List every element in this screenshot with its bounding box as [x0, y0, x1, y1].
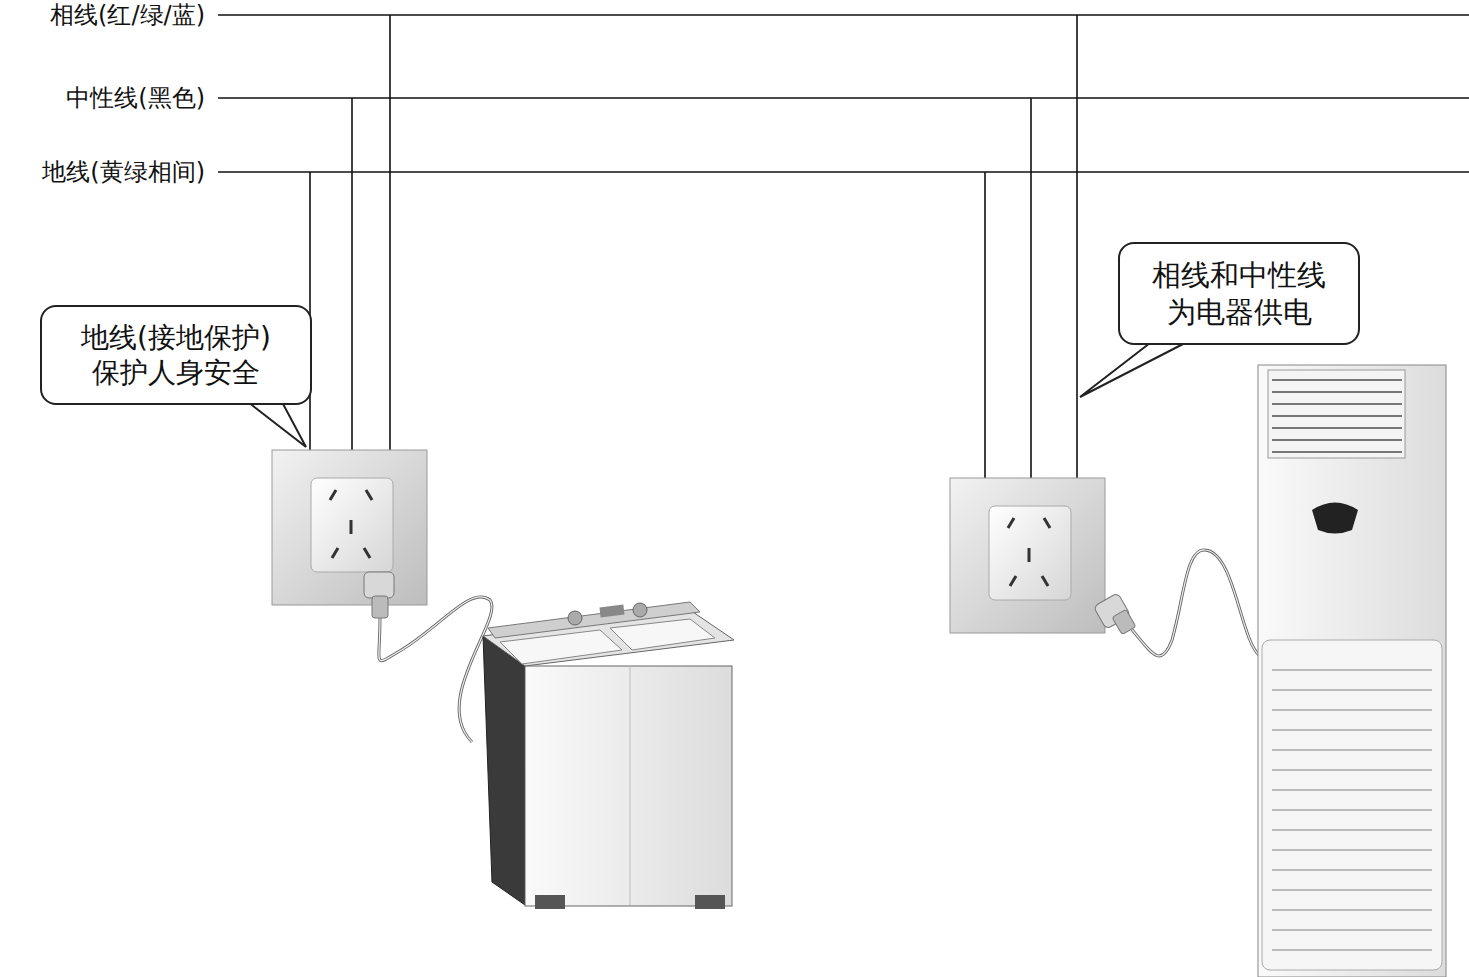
- wire-label: 地线(黄绿相间): [40, 156, 207, 188]
- callout-text: 相线和中性线 为电器供电: [1134, 257, 1344, 330]
- callout-tails: [248, 343, 1185, 447]
- air-conditioner: [1258, 365, 1446, 977]
- wire-label: 相线(红/绿/蓝): [48, 0, 207, 31]
- bus-wires: [218, 15, 1469, 478]
- washing-machine: [483, 602, 734, 909]
- plug-cord: [1093, 550, 1260, 656]
- callout-bubble: 相线和中性线 为电器供电: [1118, 242, 1360, 345]
- wall-socket: [950, 478, 1105, 633]
- plug-cord: [364, 572, 492, 742]
- callout-bubble: 地线(接地保护) 保护人身安全: [40, 305, 312, 405]
- wall-socket: [272, 450, 427, 605]
- wire-label: 中性线(黑色): [64, 82, 207, 114]
- callout-text: 地线(接地保护) 保护人身安全: [56, 320, 296, 390]
